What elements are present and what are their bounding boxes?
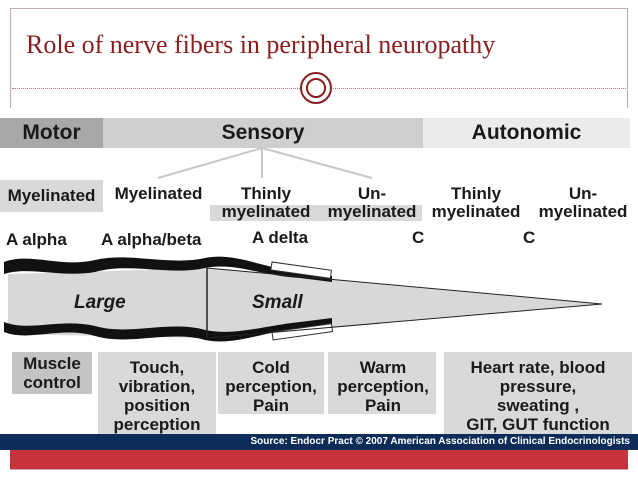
fiber-type-line: myelinated [327, 202, 417, 221]
sensory-connectors [157, 147, 373, 179]
source-citation: Source: Endocr Pract © 2007 American Ass… [0, 434, 638, 450]
footer-accent-bar [10, 450, 628, 469]
function-muscle-control: Muscle control [12, 354, 92, 392]
category-autonomic: Autonomic [423, 118, 630, 148]
category-motor-label: Motor [22, 121, 81, 144]
function-line: Muscle [23, 354, 81, 373]
fiber-type-box-thinly [210, 205, 422, 221]
fiber-type-line: myelinated [538, 202, 628, 221]
fiber-type-line: Thinly [450, 184, 502, 203]
function-box-autonomic [444, 352, 632, 434]
nerve-taper-bottom [206, 303, 603, 339]
function-line: GIT, GUT function [466, 415, 610, 434]
function-box-warm [328, 352, 436, 414]
function-line: Cold [252, 358, 290, 377]
function-line: Pain [253, 396, 289, 415]
myelin-sheath-bottom [4, 318, 332, 342]
function-cold-perception: Cold perception, Pain [214, 358, 328, 415]
nerve-label-large: Large [74, 292, 126, 313]
fiber-type-unmyelinated-autonomic: Un-myelinated [530, 185, 636, 221]
function-line: position [123, 396, 191, 415]
fiber-type-line: Thinly [240, 184, 292, 203]
connector-line [261, 147, 373, 179]
function-line: perception, [337, 377, 429, 396]
fiber-class-a-alpha: A alpha [6, 230, 67, 249]
fiber-type-line: Un- [568, 184, 598, 203]
nerve-illustration [4, 256, 603, 342]
function-autonomic: Heart rate, blood pressure, sweating , G… [440, 358, 636, 434]
function-line: Warm [359, 358, 407, 377]
slide-frame-top [10, 8, 628, 9]
function-line: perception [113, 415, 201, 434]
function-line: Pain [365, 396, 401, 415]
function-line: sweating , [496, 396, 580, 415]
category-motor: Motor [0, 118, 103, 148]
fiber-type-line: myelinated [431, 202, 521, 221]
fiber-type-unmyelinated-sensory: Un-myelinated [322, 185, 422, 221]
divider-ring-inner-icon [306, 78, 326, 98]
fiber-type-box-motor [0, 180, 103, 212]
slide-frame-bottom [10, 469, 628, 470]
node-marker-top [270, 261, 332, 279]
function-line: pressure, [499, 377, 577, 396]
fiber-type-myelinated-motor: Myelinated [0, 187, 103, 205]
function-line: Heart rate, blood [470, 358, 606, 377]
nerve-label-small: Small [252, 292, 303, 313]
fiber-class-a-alpha-beta: A alpha/beta [101, 230, 202, 249]
fiber-type-line: Myelinated [114, 184, 203, 203]
function-box-cold [218, 352, 324, 414]
fiber-class-a-delta: A delta [252, 228, 309, 247]
function-box-touch [98, 352, 216, 434]
nerve-body [8, 268, 602, 338]
category-sensory: Sensory [103, 118, 423, 148]
myelin-sheath-top [4, 256, 332, 282]
fiber-class-c-sensory: C [412, 228, 425, 247]
fiber-type-line: Un- [357, 184, 387, 203]
fiber-type-line: myelinated [221, 202, 311, 221]
nerve-taper-top [206, 267, 603, 305]
function-line: control [23, 373, 81, 392]
function-warm-perception: Warm perception, Pain [326, 358, 440, 415]
function-touch-vibration: Touch, vibration, position perception [98, 358, 216, 434]
function-line: vibration, [118, 377, 196, 396]
connector-line [157, 147, 263, 179]
function-line: perception, [225, 377, 317, 396]
category-sensory-label: Sensory [221, 121, 305, 144]
nerve-fiber-diagram: Motor Sensory Autonomic Myelinated Myeli… [0, 108, 638, 453]
fiber-type-myelinated-sensory: Myelinated [106, 185, 211, 203]
slide-title: Role of nerve fibers in peripheral neuro… [26, 30, 496, 59]
function-box-motor [12, 352, 92, 394]
fiber-type-line: Myelinated [7, 186, 96, 205]
category-autonomic-label: Autonomic [471, 121, 582, 144]
function-line: Touch, [129, 358, 185, 377]
fiber-class-c-autonomic: C [523, 228, 536, 247]
